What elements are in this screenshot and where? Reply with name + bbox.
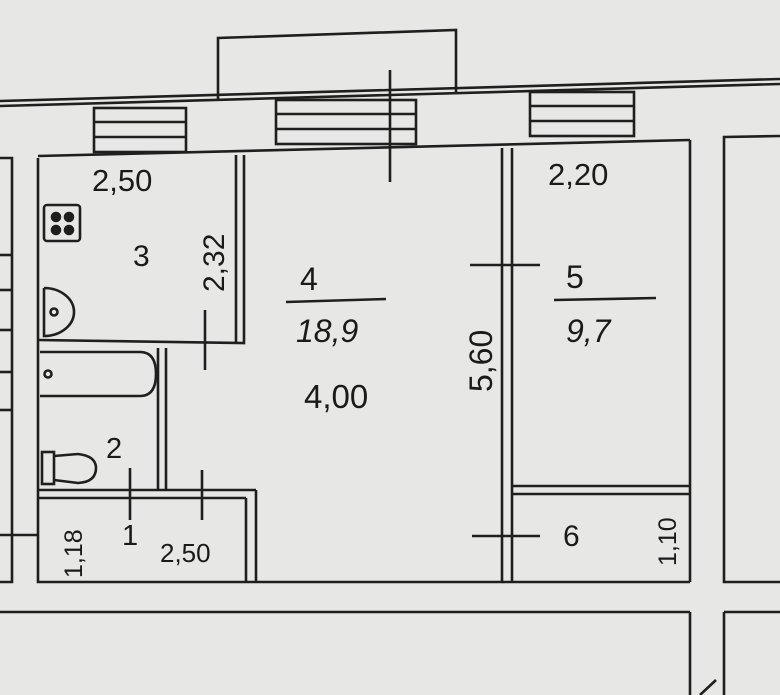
room-2-labels: 2 <box>106 433 122 465</box>
window-bedroom <box>528 90 636 138</box>
room-4-number: 4 <box>300 261 318 297</box>
room-3-number: 3 <box>133 240 150 273</box>
room-3-labels: 2,50 3 2,32 <box>92 163 231 292</box>
washbasin-icon <box>42 286 76 338</box>
room-4-labels: 4 18,9 4,00 <box>285 261 387 415</box>
wall-hall <box>38 468 258 582</box>
room-1-labels: 1 2,50 1,18 <box>60 520 211 578</box>
corridor-wall <box>0 610 780 695</box>
balcony <box>216 28 458 99</box>
apartment-outline <box>36 138 692 584</box>
room-5-labels: 2,20 5 9,7 5,60 <box>463 157 657 392</box>
bathtub-icon <box>40 350 158 398</box>
wall-bathroom <box>38 348 256 492</box>
room-5-width: 2,20 <box>548 157 608 192</box>
neighbor-left <box>0 156 38 584</box>
window-kitchen <box>92 106 188 154</box>
room-5-number: 5 <box>566 259 584 295</box>
room-6-depth: 1,10 <box>654 517 682 566</box>
room-1-width: 2,50 <box>160 538 211 568</box>
room-1-number: 1 <box>122 520 138 552</box>
stove-icon <box>42 203 82 243</box>
room-2-number: 2 <box>106 433 122 465</box>
room-5-depth: 5,60 <box>463 330 499 392</box>
room-5-area: 9,7 <box>566 313 612 349</box>
room-6-labels: 6 1,10 <box>563 517 682 566</box>
room-4-width: 4,00 <box>304 378 368 415</box>
balcony-door <box>274 70 418 182</box>
room-6-number: 6 <box>563 520 580 553</box>
wall-bedroom <box>470 148 690 582</box>
room-4-area: 18,9 <box>296 313 358 349</box>
room-1-depth: 1,18 <box>60 529 88 578</box>
room-3-depth: 2,32 <box>198 234 231 292</box>
neighbor-right <box>722 134 780 584</box>
room-4-fraction-line <box>285 297 387 304</box>
wall-kitchen <box>37 155 246 370</box>
room-5-fraction-line <box>553 296 657 302</box>
toilet-icon <box>40 450 98 486</box>
room-3-width: 2,50 <box>92 163 152 198</box>
